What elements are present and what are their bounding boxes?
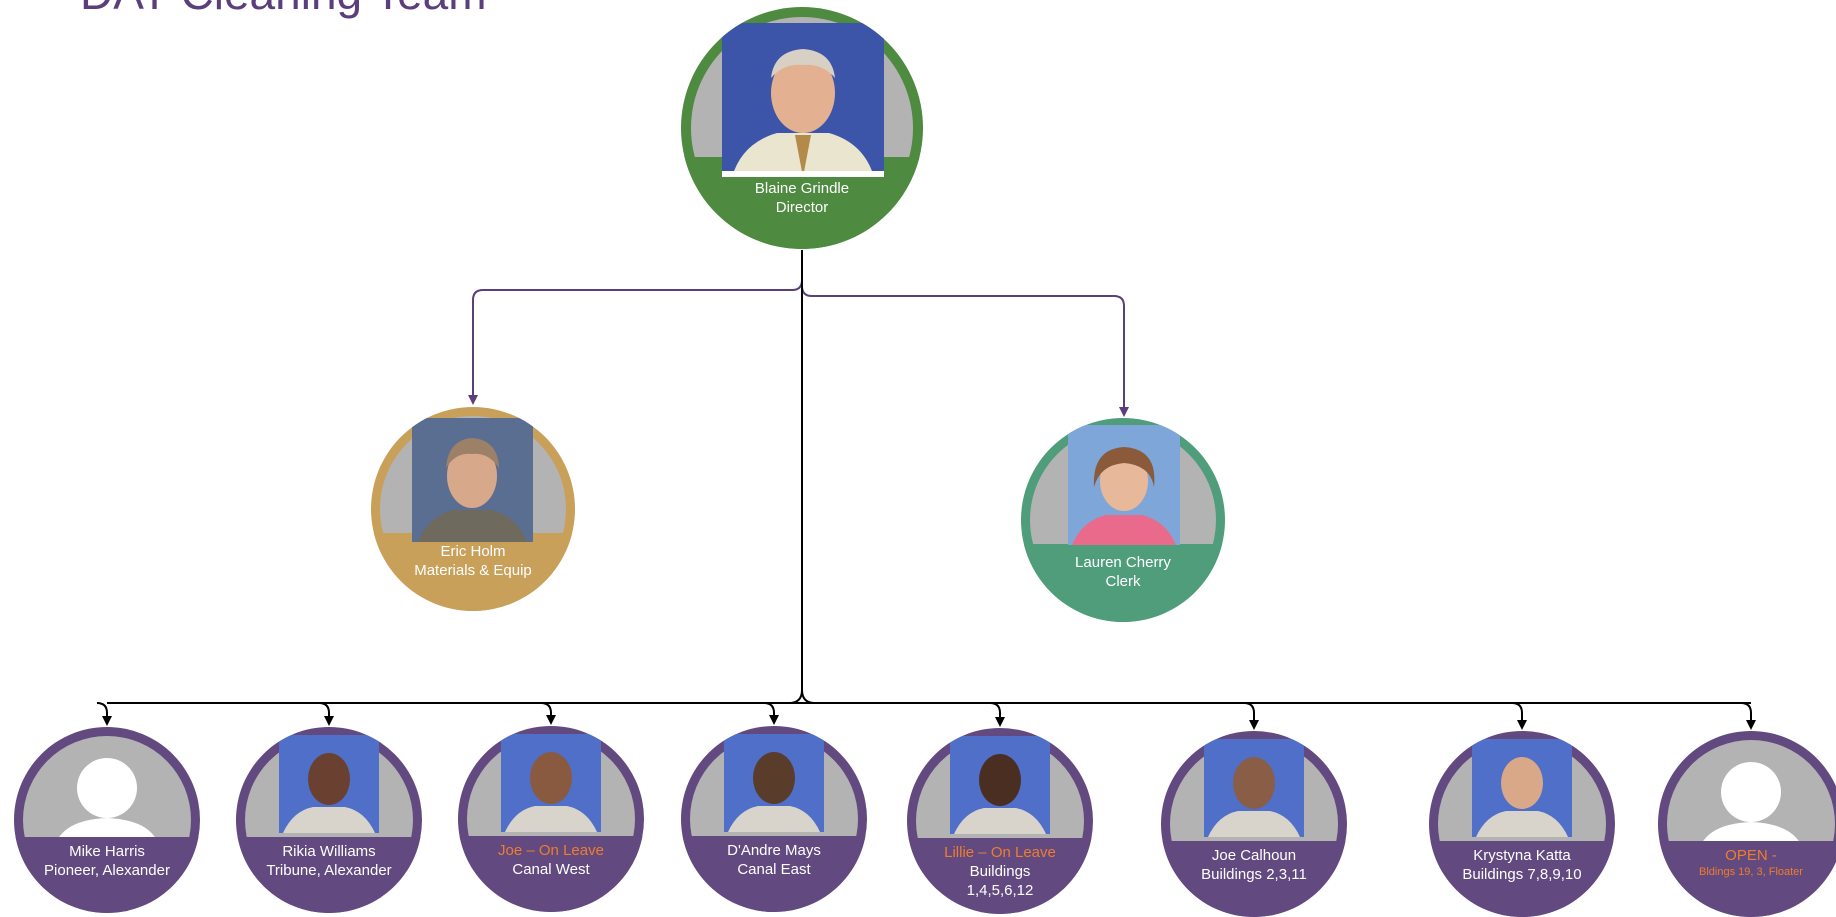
clerk-role: Clerk — [1105, 572, 1141, 590]
materials-name: Eric Holm — [440, 543, 506, 560]
clerk-photo — [1068, 425, 1180, 545]
staff-name: Mike Harris — [69, 843, 145, 860]
connector-to-staff — [540, 702, 556, 725]
clerk-node: Lauren Cherry Clerk — [1021, 418, 1225, 622]
connector-to-staff — [763, 702, 779, 725]
staff-photo — [279, 735, 379, 833]
page-title: DAT Cleaning Team — [80, 0, 487, 16]
materials-photo — [412, 418, 533, 542]
staff-role-line2: 1,4,5,6,12 — [966, 881, 1034, 899]
connector-to-staff — [318, 702, 334, 726]
connector-to-clerk — [801, 250, 1129, 417]
staff-name: Joe Calhoun — [1211, 847, 1297, 864]
connector-to-staff — [1243, 702, 1259, 730]
staff-photo — [724, 734, 824, 832]
staff-photo — [950, 736, 1050, 834]
staff-name: Joe – On Leave — [498, 842, 604, 859]
staff-photo — [501, 734, 601, 832]
staff-name: Rikia Williams — [282, 843, 376, 860]
connector-to-staff — [96, 702, 112, 726]
staff-photo — [1204, 739, 1304, 837]
staff-role: Tribune, Alexander — [266, 861, 392, 879]
staff-name: D'Andre Mays — [727, 842, 821, 859]
staff-role: Canal East — [737, 860, 811, 878]
staff-name: OPEN - — [1725, 847, 1777, 864]
staff-role: Bldings 19, 3, Floater — [1699, 865, 1803, 878]
staff-role: Canal West — [512, 860, 590, 878]
director-node: Blaine Grindle Director — [681, 7, 923, 249]
staff-name: Krystyna Katta — [1473, 847, 1571, 864]
staff-node: OPEN -Bldings 19, 3, Floater — [1658, 731, 1836, 917]
connector-to-staff — [1740, 702, 1756, 730]
staff-role: Buildings 7,8,9,10 — [1462, 865, 1582, 883]
staff-role: Pioneer, Alexander — [44, 861, 170, 879]
clerk-name: Lauren Cherry — [1075, 554, 1171, 571]
staff-role: Buildings — [969, 862, 1031, 880]
connector-to-materials — [468, 250, 803, 405]
director-name: Blaine Grindle — [754, 180, 850, 197]
director-photo — [722, 23, 884, 177]
connector-trunk-left — [788, 689, 803, 704]
staff-role: Buildings 2,3,11 — [1201, 865, 1307, 883]
connector-to-staff — [1511, 702, 1527, 730]
connector-trunk — [801, 250, 816, 704]
staff-name: Lillie – On Leave — [944, 844, 1056, 861]
staff-photo — [1472, 739, 1572, 837]
director-role: Director — [775, 198, 829, 216]
materials-role: Materials & Equip — [414, 561, 532, 579]
materials-node: Eric Holm Materials & Equip — [371, 407, 575, 611]
connector-to-staff — [989, 702, 1005, 727]
